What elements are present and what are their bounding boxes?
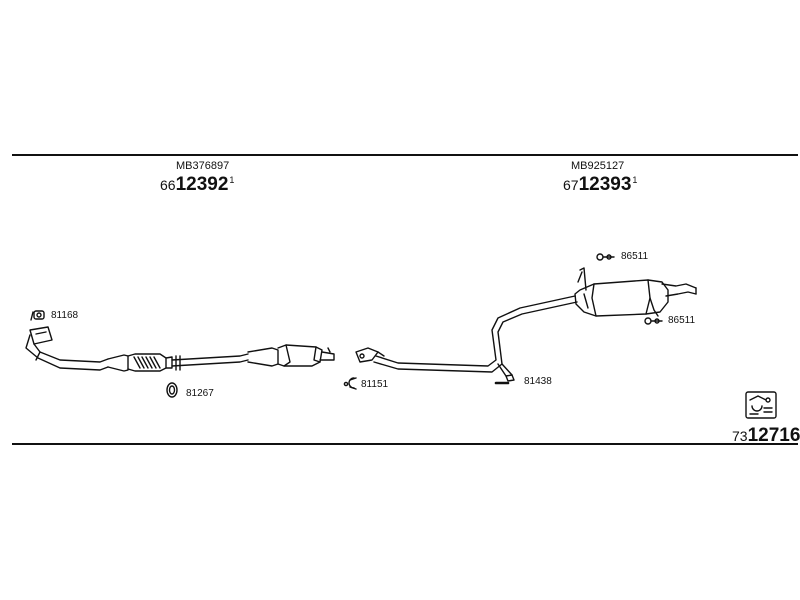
section-2-part-suffix: 1 (632, 175, 638, 185)
section-1-oem-number: MB376897 (176, 160, 230, 172)
hanger-code: 81438 (524, 376, 552, 387)
clamp-icon (343, 377, 357, 390)
section-1-part-number: 66123921 (160, 174, 235, 196)
section-2-part-prefix: 67 (563, 177, 579, 193)
kit-part-prefix: 73 (732, 428, 748, 444)
fitting-kit-icon (745, 391, 777, 419)
ring-seal-code: 81267 (186, 388, 214, 399)
top-divider-line (12, 154, 798, 156)
gasket-code: 81168 (51, 310, 79, 321)
section-1-part-main: 12392 (175, 174, 229, 195)
kit-part-main: 12716 (747, 425, 800, 446)
section-1-part-suffix: 1 (229, 175, 235, 185)
rear-pipe-and-muffler (355, 267, 697, 382)
bottom-divider-line (12, 443, 798, 445)
clamp-code: 81151 (361, 379, 389, 390)
bolt-icon-lower (644, 317, 663, 325)
front-pipe-with-catalyst (25, 326, 335, 372)
kit-part-number: 7312716 (732, 425, 800, 447)
section-1-part-prefix: 66 (160, 177, 176, 193)
section-2-part-number: 67123931 (563, 174, 638, 196)
gasket-icon (30, 310, 45, 321)
bolt-upper-code: 86511 (621, 251, 649, 262)
sealing-ring-icon (166, 382, 178, 398)
section-2-part-main: 12393 (578, 174, 632, 195)
bolt-lower-code: 86511 (668, 315, 696, 326)
bolt-icon-upper (596, 253, 615, 261)
section-2-oem-number: MB925127 (571, 160, 625, 172)
